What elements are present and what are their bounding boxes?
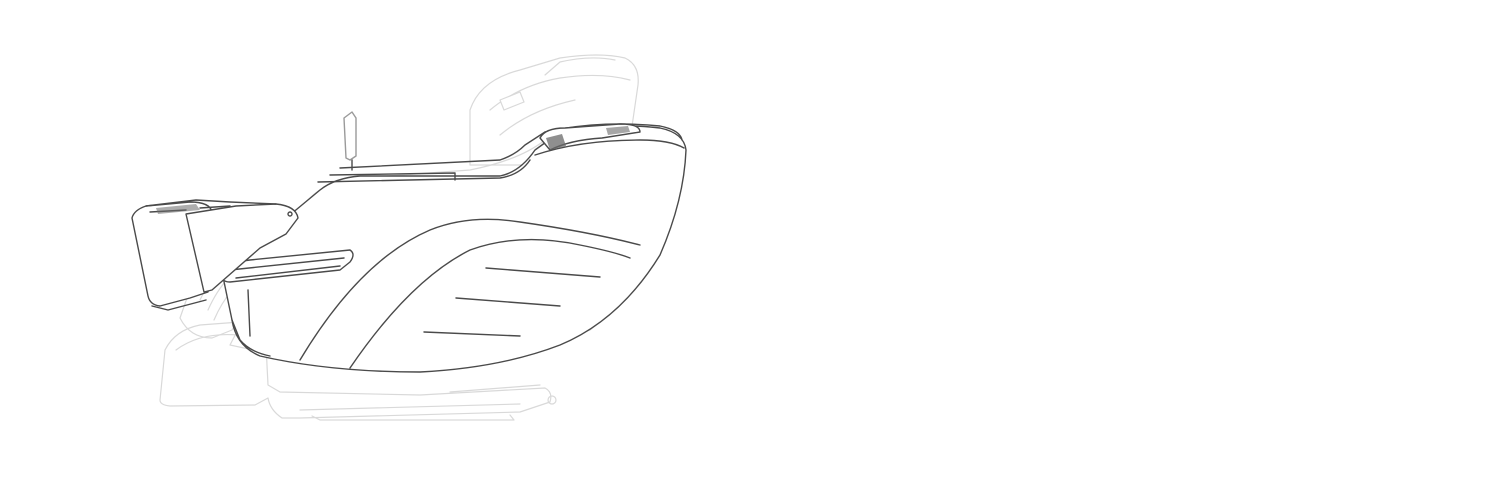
reclined-accent-line-3 <box>423 331 521 337</box>
reclined-speaker-grille <box>546 134 566 150</box>
upright-backrest <box>469 54 639 166</box>
reclined-accent-line-1 <box>485 267 601 278</box>
reclined-chair-outline <box>131 111 687 373</box>
reclined-side-panel-curve-2 <box>349 238 631 369</box>
reclined-remote <box>343 111 357 161</box>
upright-chair-wheel <box>547 395 557 405</box>
reclined-leg-rest-texture <box>156 204 200 214</box>
reclined-accent-line-2 <box>455 297 561 307</box>
upright-speaker <box>499 91 525 111</box>
upright-chair-base <box>159 321 552 419</box>
reclined-shell <box>221 125 687 373</box>
reclined-side-panel-curve-1 <box>299 218 641 361</box>
